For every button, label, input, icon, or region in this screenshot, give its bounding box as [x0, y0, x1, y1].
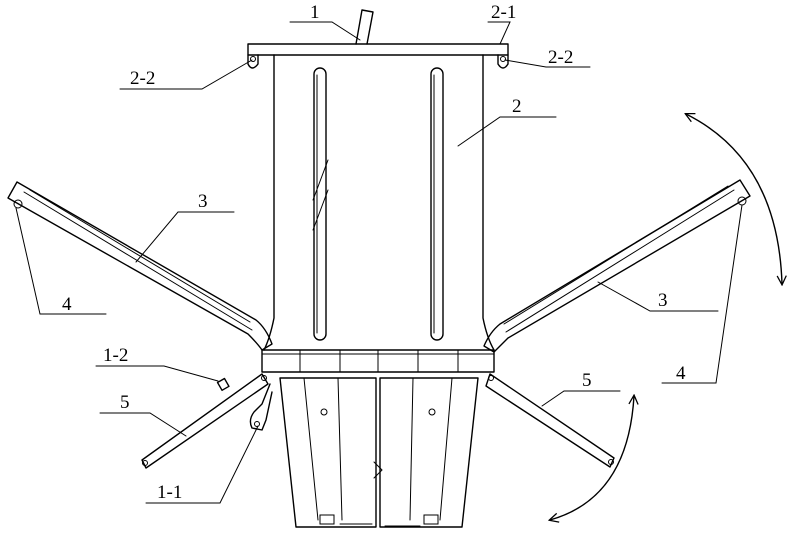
left-wing-arm: [7, 181, 273, 351]
upper-rotation-arrow: [686, 114, 782, 284]
label-4-left: 4: [62, 294, 72, 315]
label-1-2: 1-2: [103, 345, 128, 366]
label-1-1: 1-1: [157, 482, 182, 503]
bolt-part: [216, 377, 230, 392]
label-2-1: 2-1: [491, 2, 516, 23]
lower-bins: [279, 377, 479, 528]
label-2: 2: [512, 96, 522, 117]
label-5-right: 5: [582, 370, 592, 391]
label-5-left: 5: [120, 392, 130, 413]
right-lower-arm: [485, 373, 615, 468]
right-wing-arm: [483, 179, 751, 353]
feed-tube: [355, 9, 374, 45]
leader-lines: [15, 21, 743, 504]
main-body: [263, 54, 495, 351]
bracket-part: [249, 383, 273, 431]
collar-band: [261, 349, 495, 373]
label-1: 1: [310, 2, 320, 23]
label-2-2-left: 2-2: [130, 68, 155, 89]
label-2-2-right: 2-2: [548, 47, 573, 68]
label-3-left: 3: [198, 191, 208, 212]
top-flange-plate: [247, 43, 509, 69]
left-lower-arm: [141, 373, 269, 469]
lower-rotation-arrow: [550, 396, 634, 520]
label-3-right: 3: [658, 290, 668, 311]
label-4-right: 4: [676, 363, 686, 384]
